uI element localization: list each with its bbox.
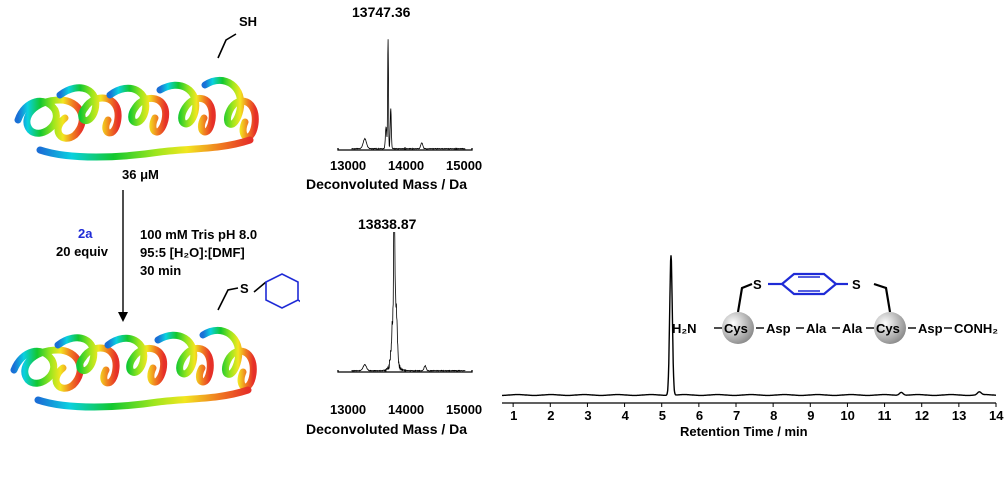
peptide-nterm: H₂N	[672, 321, 697, 336]
spectrum-bottom-peak-label: 13838.87	[358, 216, 416, 232]
peptide-residue-2: Asp	[766, 321, 791, 336]
peptide-residue-6: Asp	[918, 321, 943, 336]
tick: 13000	[330, 158, 366, 173]
crystal-structure	[500, 0, 1000, 250]
hplc-tick-label: 1	[510, 408, 517, 423]
peptide-cterm: CONH₂	[954, 321, 998, 336]
hplc-tick-label: 14	[989, 408, 1003, 423]
hplc-tick-label: 13	[952, 408, 966, 423]
thiol-linker	[218, 34, 236, 58]
reagent-name: 2a	[78, 226, 92, 241]
peptide-residue-4: Ala	[842, 321, 863, 336]
peptide-s-left: S	[753, 277, 762, 292]
hplc-tick-label: 7	[733, 408, 740, 423]
hplc-xlabel: Retention Time / min	[680, 424, 808, 439]
spectrum-top-peak-label: 13747.36	[352, 4, 410, 20]
condition-solvent: 95:5 [H₂O]:[DMF]	[140, 244, 257, 262]
reaction-arrow	[118, 190, 128, 322]
tick: 15000	[446, 158, 482, 173]
hplc-tick-label: 10	[840, 408, 854, 423]
hplc-tick-label: 9	[807, 408, 814, 423]
condition-buffer: 100 mM Tris pH 8.0	[140, 226, 257, 244]
tick: 14000	[388, 402, 424, 417]
reagent-amount: 20 equiv	[56, 244, 108, 259]
protein-ribbon-top	[18, 80, 255, 157]
hplc-tick-label: 2	[547, 408, 554, 423]
thiol-label: SH	[239, 14, 257, 29]
peptide-residue-1: Cys	[724, 321, 748, 336]
hplc-tick-label: 11	[878, 408, 892, 423]
spectrum-bottom-xlabel: Deconvoluted Mass / Da	[306, 421, 467, 437]
spectrum-trace	[351, 39, 465, 149]
hplc-tick-label: 3	[584, 408, 591, 423]
peptide-residue-5: Cys	[876, 321, 900, 336]
protein-ribbon-bottom	[14, 330, 253, 407]
product-s-label: S	[240, 281, 249, 296]
condition-time: 30 min	[140, 262, 257, 280]
spectrum-bottom	[320, 232, 490, 382]
hplc-tick-label: 4	[622, 408, 629, 423]
peptide-residue-3: Ala	[806, 321, 827, 336]
hplc-tick-label: 6	[696, 408, 703, 423]
spectrum-trace	[351, 232, 465, 371]
tick: 13000	[330, 402, 366, 417]
hplc-tick-label: 5	[659, 408, 666, 423]
peptide-s-right: S	[852, 277, 861, 292]
tick: 14000	[388, 158, 424, 173]
tick: 15000	[446, 402, 482, 417]
spectrum-top	[320, 20, 490, 160]
reaction-conditions: 100 mM Tris pH 8.0 95:5 [H₂O]:[DMF] 30 m…	[140, 226, 257, 280]
spectrum-top-xlabel: Deconvoluted Mass / Da	[306, 176, 467, 192]
hplc-tick-label: 8	[770, 408, 777, 423]
hplc-tick-label: 12	[915, 408, 929, 423]
concentration-label: 36 μM	[122, 167, 159, 182]
peptide-structure: S S H₂N Cys Asp Ala Ala Cys Asp CONH₂	[660, 270, 1000, 360]
